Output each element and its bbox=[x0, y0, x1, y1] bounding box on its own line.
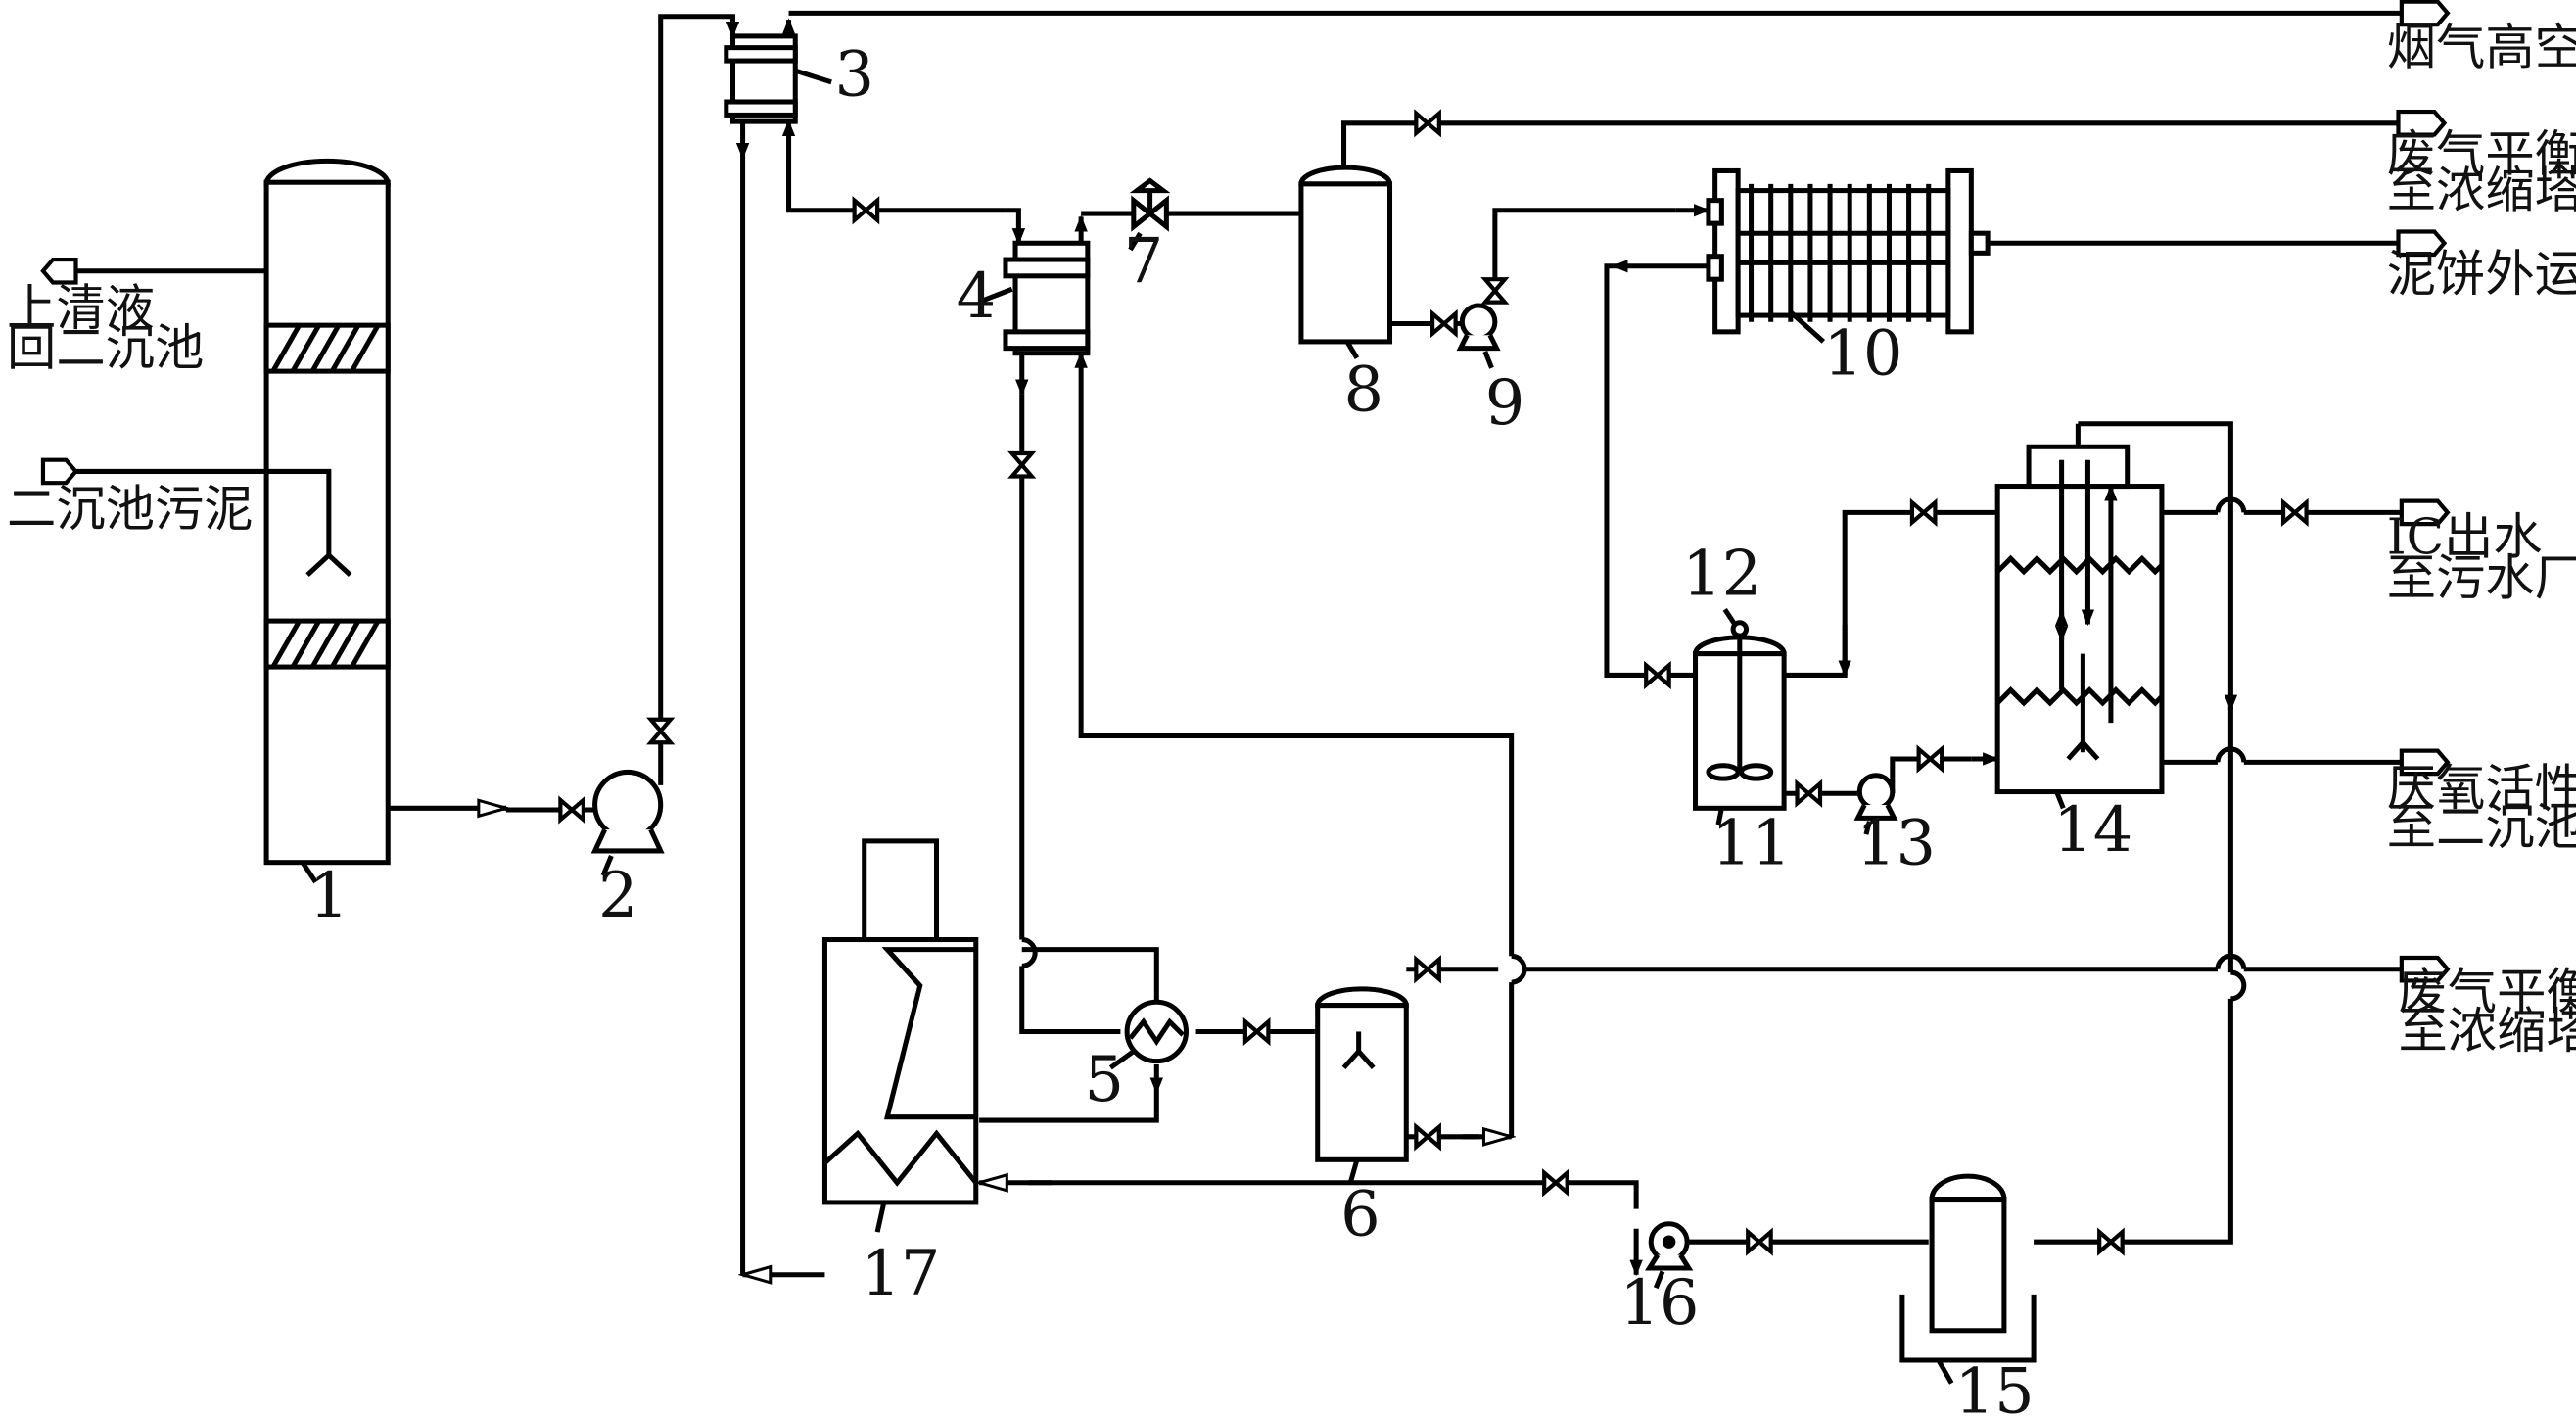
number-11: 11 bbox=[1711, 807, 1791, 879]
number-4: 4 bbox=[957, 260, 997, 333]
label-waste-gas-top-line1: 废气平衡管 bbox=[2387, 124, 2576, 182]
label-sludge-cake: 泥饼外运 bbox=[2387, 245, 2576, 303]
stream-labels: 上清液 回二沉池 二沉池污泥 烟气高空排放 废气平衡管 至浓缩塔 泥饼外运 IC… bbox=[7, 18, 2576, 1060]
heat-exchanger-5 bbox=[1108, 999, 1190, 1070]
terminal-markers bbox=[40, 0, 2451, 983]
label-ic-out-line2: 至污水厂 bbox=[2387, 548, 2576, 606]
label-waste-gas-mid-line1: 废气平衡管 bbox=[2398, 963, 2576, 1020]
filter-press-10 bbox=[1706, 167, 1991, 344]
number-5: 5 bbox=[1084, 1044, 1124, 1116]
label-sludge-in: 二沉池污泥 bbox=[7, 480, 254, 538]
valve-7 bbox=[1128, 177, 1171, 252]
pump-2 bbox=[590, 769, 665, 877]
number-6: 6 bbox=[1340, 1178, 1381, 1251]
number-13: 13 bbox=[1856, 807, 1936, 879]
number-9: 9 bbox=[1485, 367, 1525, 440]
column-1 bbox=[263, 158, 391, 884]
pump-9 bbox=[1456, 303, 1501, 369]
heat-exchanger-3 bbox=[724, 33, 832, 124]
tank-15 bbox=[1899, 1173, 2037, 1385]
number-10: 10 bbox=[1823, 317, 1902, 390]
pump-16 bbox=[1645, 1221, 1694, 1290]
label-flue-gas: 烟气高空排放 bbox=[2387, 18, 2576, 75]
number-15: 15 bbox=[1955, 1356, 2035, 1416]
number-1: 1 bbox=[309, 860, 350, 932]
incinerator-17 bbox=[821, 838, 979, 1233]
tank-6 bbox=[1315, 986, 1409, 1184]
number-3: 3 bbox=[835, 38, 875, 111]
number-12: 12 bbox=[1682, 538, 1761, 610]
number-16: 16 bbox=[1619, 1267, 1699, 1340]
number-14: 14 bbox=[2053, 794, 2132, 867]
valves bbox=[558, 109, 2309, 1256]
pump-13 bbox=[1853, 773, 1898, 835]
label-waste-gas-top-line2: 至浓缩塔 bbox=[2387, 161, 2576, 218]
number-17: 17 bbox=[861, 1238, 940, 1310]
label-supernatant-line1: 上清液 bbox=[7, 279, 155, 337]
label-anaerobic-sludge-line1: 厌氧活性污泥 bbox=[2387, 759, 2576, 817]
tank-8 bbox=[1298, 165, 1393, 359]
ic-reactor-14 bbox=[1994, 444, 2165, 810]
label-anaerobic-sludge-line2: 至二沉池 bbox=[2387, 798, 2576, 856]
number-7: 7 bbox=[1124, 226, 1164, 299]
tank-11 bbox=[1692, 607, 1787, 826]
heat-exchanger-4 bbox=[981, 240, 1091, 356]
label-waste-gas-mid-line2: 至浓缩塔 bbox=[2398, 1002, 2576, 1060]
equipment-numbers: 1 2 3 4 5 6 7 8 9 10 11 12 13 14 15 16 1… bbox=[309, 38, 2133, 1416]
label-ic-out-line1: IC出水 bbox=[2387, 507, 2543, 565]
label-supernatant-line2: 回二沉池 bbox=[7, 318, 204, 376]
number-8: 8 bbox=[1344, 354, 1384, 426]
number-2: 2 bbox=[598, 860, 638, 932]
